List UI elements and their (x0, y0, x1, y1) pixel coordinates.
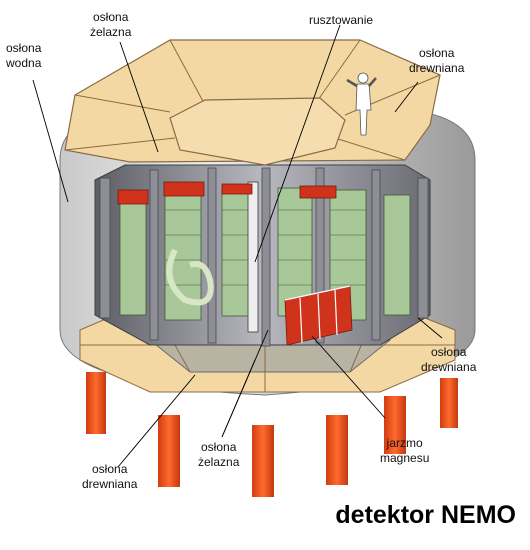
leader-jarzmo (311, 335, 386, 419)
leader-drewniana-right (417, 317, 443, 339)
scaffolding-frame (99, 167, 429, 347)
label-oslona-wodna: osłona wodna (6, 41, 42, 70)
support-legs (86, 372, 458, 497)
label-oslona-zelazna-bottom: osłona żelazna (198, 440, 240, 469)
label-jarzmo-magnesu: jarzmo magnesu (380, 436, 430, 465)
label-oslona-zelazna-top: osłona żelazna (90, 10, 132, 39)
support-leg (158, 415, 180, 487)
leader-oslona-zelazna-top (119, 41, 159, 153)
leader-rusztowanie (254, 24, 341, 263)
human-scale-figure (346, 72, 377, 136)
label-oslona-drewniana-top: osłona drewniana (409, 46, 465, 75)
frame-post (99, 177, 111, 319)
frame-post (261, 167, 271, 347)
leader-zelazna-bottom-2 (221, 359, 256, 438)
central-column (247, 181, 259, 333)
leader-drewniana-bottom (117, 374, 196, 468)
frame-post (315, 167, 325, 344)
source-foil-spiral (166, 248, 214, 306)
support-leg (384, 396, 406, 454)
support-leg (86, 372, 106, 434)
label-oslona-drewniana-right: osłona drewniana (421, 345, 477, 374)
frame-post (149, 169, 159, 341)
frame-post (417, 177, 429, 319)
yoke-frame-lines (284, 285, 351, 344)
leader-oslona-wodna (32, 79, 69, 203)
leader-drewniana-top (394, 81, 419, 113)
frame-post (371, 169, 381, 341)
label-rusztowanie: rusztowanie (309, 13, 374, 27)
support-leg (252, 425, 274, 497)
central-octagon (169, 97, 346, 166)
figure-title: detektor NEMO (335, 501, 516, 529)
label-oslona-drewniana-bottom: osłona drewniana (82, 462, 138, 491)
support-leg (440, 378, 458, 428)
frame-post (207, 167, 217, 344)
support-leg (326, 415, 348, 485)
leader-lines (32, 24, 443, 468)
